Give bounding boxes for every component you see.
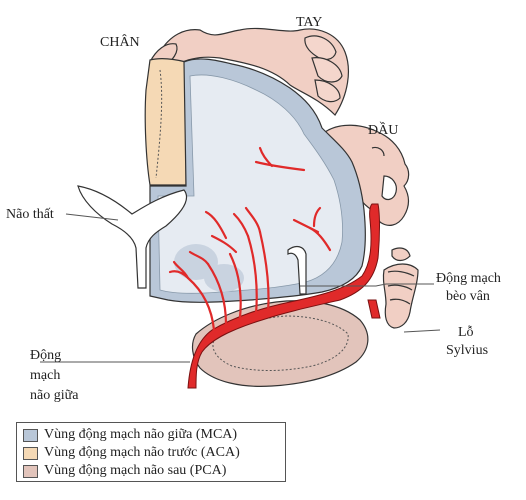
cortical-branches: [254, 146, 332, 252]
label-arm: TAY: [296, 15, 323, 30]
label-leg: CHÂN: [100, 35, 140, 50]
label-sylvius: Lỗ Sylvius: [446, 324, 488, 360]
label-sylvius-line1: Lỗ: [458, 325, 474, 340]
label-mca-line3: não giữa: [30, 388, 79, 403]
legend-swatch-mca: [23, 428, 38, 442]
aca-region: [144, 58, 187, 186]
label-sylvius-line2: Sylvius: [446, 343, 489, 358]
basal-nucleus-right: [204, 264, 244, 292]
label-lenticulostriate: Động mạch bèo vân: [436, 270, 501, 306]
leader-lines: [40, 213, 441, 363]
ventricle-shape: [77, 185, 188, 289]
legend-label-pca: Vùng động mạch não sau (PCA): [44, 463, 227, 478]
legend-item-aca: Vùng động mạch não trước (ACA): [23, 444, 279, 462]
internal-carotid-artery: [367, 299, 381, 319]
lenticulostriate-arteries: [168, 206, 270, 332]
legend-item-pca: Vùng động mạch não sau (PCA): [23, 462, 279, 480]
legend-swatch-pca: [23, 464, 38, 478]
label-lenticulostriate-line2: bèo vân: [446, 289, 490, 304]
label-mca-artery: Động mạch não giữa: [30, 346, 78, 406]
label-mca-line2: mạch: [30, 368, 61, 383]
label-mca-line1: Động: [30, 348, 62, 363]
legend-label-mca: Vùng động mạch não giữa (MCA): [44, 427, 238, 442]
label-head: ĐẦU: [368, 123, 399, 138]
aca-dotted-border: [155, 69, 163, 179]
brainstem-structure: [382, 247, 419, 329]
legend-label-aca: Vùng động mạch não trước (ACA): [44, 445, 240, 460]
label-ventricle: Não thất: [6, 207, 54, 222]
sylvian-fissure: [287, 245, 307, 295]
legend: Vùng động mạch não giữa (MCA) Vùng động …: [16, 422, 286, 482]
legend-swatch-aca: [23, 446, 38, 460]
label-lenticulostriate-line1: Động mạch: [436, 271, 501, 286]
pca-inner-outline: [212, 315, 349, 371]
legend-item-mca: Vùng động mạch não giữa (MCA): [23, 426, 279, 444]
mca-inner-area: [157, 74, 343, 294]
